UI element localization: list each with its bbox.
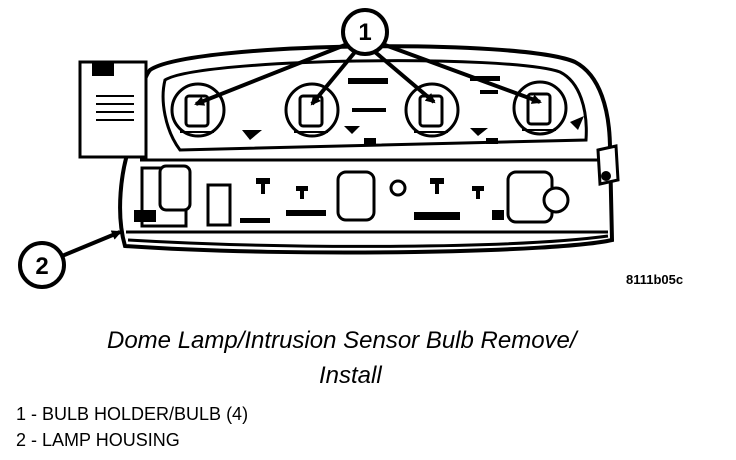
legend-item-lamp-housing: 2 - LAMP HOUSING: [16, 430, 180, 450]
caption-line-1: Dome Lamp/Intrusion Sensor Bulb Remove/: [107, 327, 577, 354]
dome-lamp-diagram: 1 2: [18, 8, 620, 289]
callout-1-bubble: 1: [341, 8, 389, 56]
caption-line-2: Install: [319, 362, 382, 389]
lens-panel: [161, 59, 588, 152]
callout-1-number: 1: [358, 19, 371, 46]
lamp-housing-outline: [118, 44, 615, 255]
callout-2-number: 2: [35, 253, 48, 280]
housing-base: [126, 230, 609, 248]
circuit-board: [134, 158, 600, 228]
callout-2-bubble: 2: [18, 241, 66, 289]
legend-item-bulb-holder: 1 - BULB HOLDER/BULB (4): [16, 404, 249, 424]
housing-clip: [596, 144, 620, 186]
bulb-holder: [404, 82, 460, 138]
connector-block: [78, 60, 148, 159]
bulb-holder: [284, 82, 340, 138]
figure-id: 8111b05c: [626, 272, 684, 287]
bulb-holder: [170, 82, 226, 138]
bulb-holder: [512, 80, 568, 136]
lens-markings: [242, 76, 584, 144]
callout-2-leader: [61, 230, 122, 258]
callout-1-leaders: [194, 43, 542, 106]
